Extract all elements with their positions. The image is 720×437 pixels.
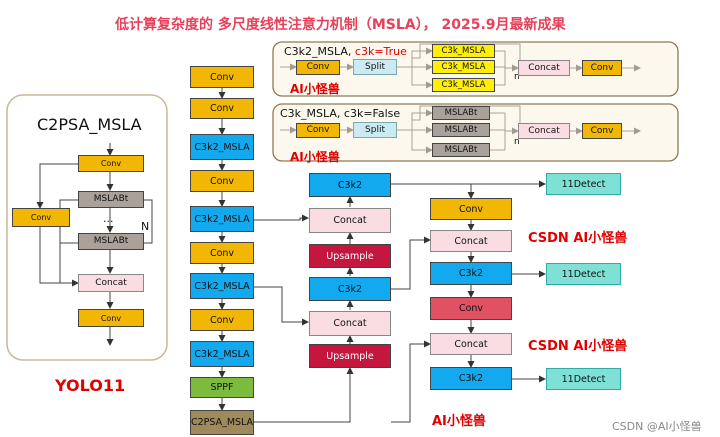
neck-upsample-2: Upsample [309,344,391,368]
left-module-frame [6,94,168,361]
module-true-block-2: C3k_MSLA [432,60,495,74]
detect-head-2: 11Detect [546,263,621,285]
detect-head-1: 11Detect [546,173,621,195]
left-dots: ... [103,212,114,225]
module-false-block-1: MSLABt [432,106,490,120]
module-false-conv-out: Conv [582,123,622,139]
module-false-concat: Concat [518,123,570,139]
module-false-n-label: n [514,137,520,147]
neck-upsample-1: Upsample [309,244,391,268]
csdn-watermark-2: CSDN AI小怪兽 [528,339,628,354]
yolo-label: YOLO11 [55,376,126,395]
module-false-watermark: AI小怪兽 [290,150,340,164]
neck-concat-1: Concat [309,208,391,233]
neck2-c3k2-1: C3k2 [430,262,512,285]
module-false-title: C3k_MSLA, c3k=False [280,107,401,120]
module-true-block-3: C3k_MSLA [432,78,495,92]
detect-head-3: 11Detect [546,368,621,390]
module-true-conv-in: Conv [296,60,340,75]
left-concat: Concat [78,274,144,292]
module-true-title: C3k2_MSLA, c3k=True [284,45,407,58]
module-false-block-2: MSLABt [432,123,490,137]
backbone-c3k2-msla-3: C3k2_MSLA [190,273,254,299]
module-true-split: Split [353,59,397,75]
neck2-concat-1: Concat [430,230,512,252]
neck2-conv-1: Conv [430,198,512,220]
left-conv-side: Conv [12,208,70,227]
ai-watermark-bottom: AI小怪兽 [432,414,486,429]
module-false-split: Split [353,122,397,138]
backbone-conv-3: Conv [190,170,254,192]
neck-c3k2-top: C3k2 [309,173,391,197]
neck-concat-2: Concat [309,311,391,336]
neck2-c3k2-2: C3k2 [430,367,512,390]
left-n-label: N [141,220,150,233]
left-module-title: C2PSA_MSLA [37,115,142,134]
left-conv-bottom: Conv [78,309,144,327]
neck2-conv-2: Conv [430,297,512,320]
backbone-c3k2-msla-4: C3k2_MSLA [190,341,254,367]
footer-watermark: CSDN @AI小怪兽 [612,420,702,433]
backbone-conv-1: Conv [190,66,254,88]
left-mslabt-1: MSLABt [78,191,144,208]
backbone-conv-5: Conv [190,309,254,331]
module-true-watermark: AI小怪兽 [290,82,340,96]
left-conv-top: Conv [78,155,144,172]
module-true-concat: Concat [518,60,570,76]
backbone-c2psa-msla: C2PSA_MSLA [190,410,254,435]
module-true-n-label: n [514,72,520,82]
backbone-conv-4: Conv [190,242,254,264]
left-mslabt-2: MSLABt [78,233,144,250]
backbone-sppf: SPPF [190,377,254,398]
backbone-c3k2-msla-2: C3k2_MSLA [190,206,254,232]
page-title: 低计算复杂度的 多尺度线性注意力机制（MSLA）， 2025.9月最新成果 [115,17,566,33]
module-false-conv-in: Conv [296,123,340,138]
module-true-conv-out: Conv [582,60,622,76]
neck-c3k2-mid: C3k2 [309,277,391,301]
neck2-concat-2: Concat [430,333,512,355]
module-false-block-3: MSLABt [432,143,490,157]
backbone-c3k2-msla-1: C3k2_MSLA [190,134,254,160]
module-true-block-1: C3k_MSLA [432,44,495,58]
csdn-watermark-1: CSDN AI小怪兽 [528,231,628,246]
backbone-conv-2: Conv [190,98,254,119]
